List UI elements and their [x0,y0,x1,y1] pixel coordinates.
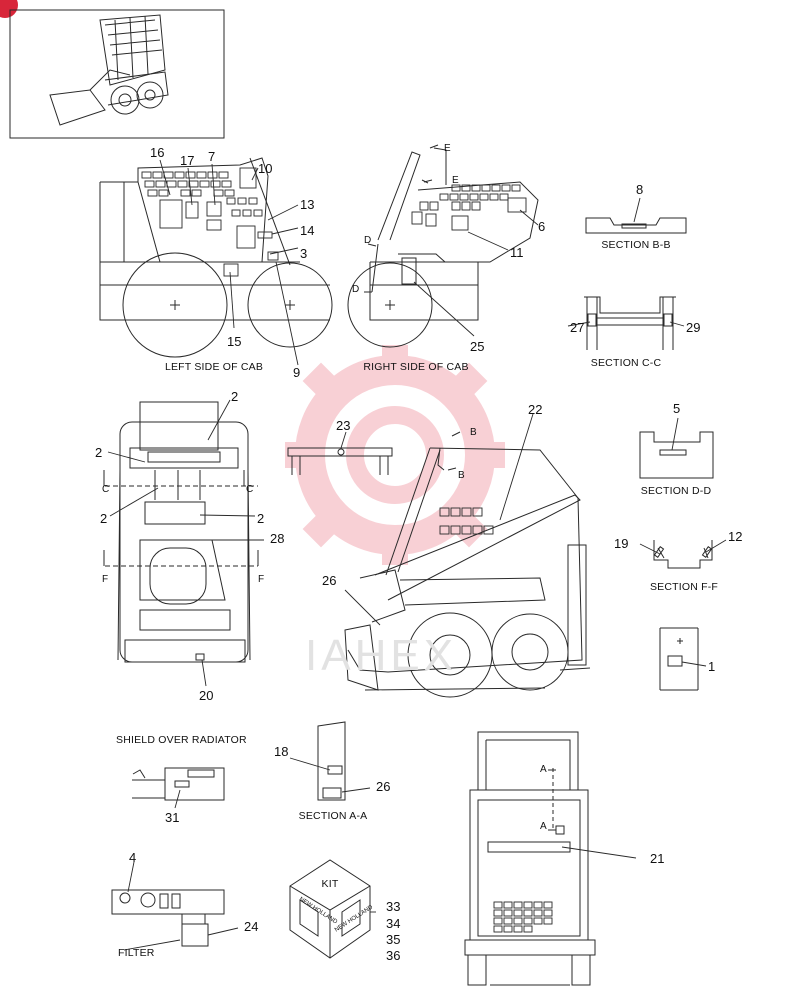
callout-1: 1 [708,659,716,674]
side-view-loader [344,447,591,698]
caption-shield-over-radiator: SHIELD OVER RADIATOR [116,734,247,746]
section-d-d-view [639,431,714,479]
callout-4: 4 [129,850,137,865]
callout-6: 6 [538,219,546,234]
view-letter-d-top: D [364,235,372,246]
callout-9: 9 [293,365,301,380]
view-letter-f-right: F [258,574,265,585]
watermark-text: IAHEX [305,631,457,680]
leader-lines [107,159,727,951]
caption-left-side-of-cab: LEFT SIDE OF CAB [164,361,264,373]
right-side-of-cab-view [347,147,539,348]
view-letter-f-left: F [102,574,109,585]
callout-16: 16 [150,145,165,160]
callout-34: 34 [386,916,401,931]
rear-view-machine [464,731,596,986]
callout-22: 22 [528,402,543,417]
callout-28: 28 [270,531,285,546]
callout-2-left-upper: 2 [95,445,103,460]
shield-over-radiator-view [132,767,225,801]
callout-2-right: 2 [257,511,265,526]
callout-31: 31 [165,810,180,825]
caption-section-c-c: SECTION C-C [590,357,662,369]
callout-35: 35 [386,932,401,947]
loader-overview-sketch [49,14,169,126]
caption-section-f-f: SECTION F-F [649,581,719,593]
view-letter-e-top: E [444,143,451,154]
callout-26-side: 26 [322,573,337,588]
callout-27: 27 [570,320,585,335]
view-letter-b-bottom: B [458,470,465,481]
view-letter-c-right: C [246,484,254,495]
callout-3: 3 [300,246,308,261]
callout-29: 29 [686,320,701,335]
top-view-machine [105,401,258,663]
callout-5: 5 [673,401,681,416]
section-b-b-view [585,217,687,234]
caption-section-b-b: SECTION B-B [601,239,671,251]
filter-panel-view [111,889,225,947]
rops-front-strip-view [287,447,393,475]
callout-20: 20 [199,688,214,703]
view-letter-e-bottom: E [452,175,459,186]
callout-24: 24 [244,919,259,934]
view-letter-d-bottom: D [352,284,360,295]
caption-right-side-of-cab: RIGHT SIDE OF CAB [363,361,469,373]
section-a-a-view [317,721,346,801]
caption-kit: KIT [321,878,339,890]
kit-box-icon [289,859,371,959]
watermark-gear-icon [285,345,505,565]
section-c-c-view [584,296,676,350]
callout-10: 10 [258,161,273,176]
view-letter-a-top: A [540,764,547,775]
callout-17: 17 [180,153,195,168]
callout-18: 18 [274,744,289,759]
callout-21: 21 [650,851,665,866]
callout-13: 13 [300,197,315,212]
callout-15: 15 [227,334,242,349]
callout-25: 25 [470,339,485,354]
caption-filter: FILTER [118,947,155,959]
left-side-of-cab-view [99,157,333,358]
callout-26-section: 26 [376,779,391,794]
callout-14: 14 [300,223,315,238]
section-f-f-view [653,540,713,569]
callout-19: 19 [614,536,629,551]
overview-inset [9,9,225,139]
callout-8: 8 [636,182,644,197]
view-letter-c-left: C [102,484,110,495]
callout-12: 12 [728,529,743,544]
callout-11: 11 [510,245,524,260]
callout-2-top: 2 [231,389,239,404]
item-1-detail-view [659,627,699,691]
view-letter-a-bottom: A [540,821,547,832]
callout-33: 33 [386,899,401,914]
callout-7: 7 [208,149,216,164]
view-letter-b-top: B [470,427,477,438]
callout-36: 36 [386,948,401,963]
caption-section-d-d: SECTION D-D [640,485,712,497]
callout-23: 23 [336,418,351,433]
corner-badge [0,0,18,18]
section-arrows [103,144,556,831]
callout-2-left-lower: 2 [100,511,108,526]
caption-section-a-a: SECTION A-A [298,810,368,822]
